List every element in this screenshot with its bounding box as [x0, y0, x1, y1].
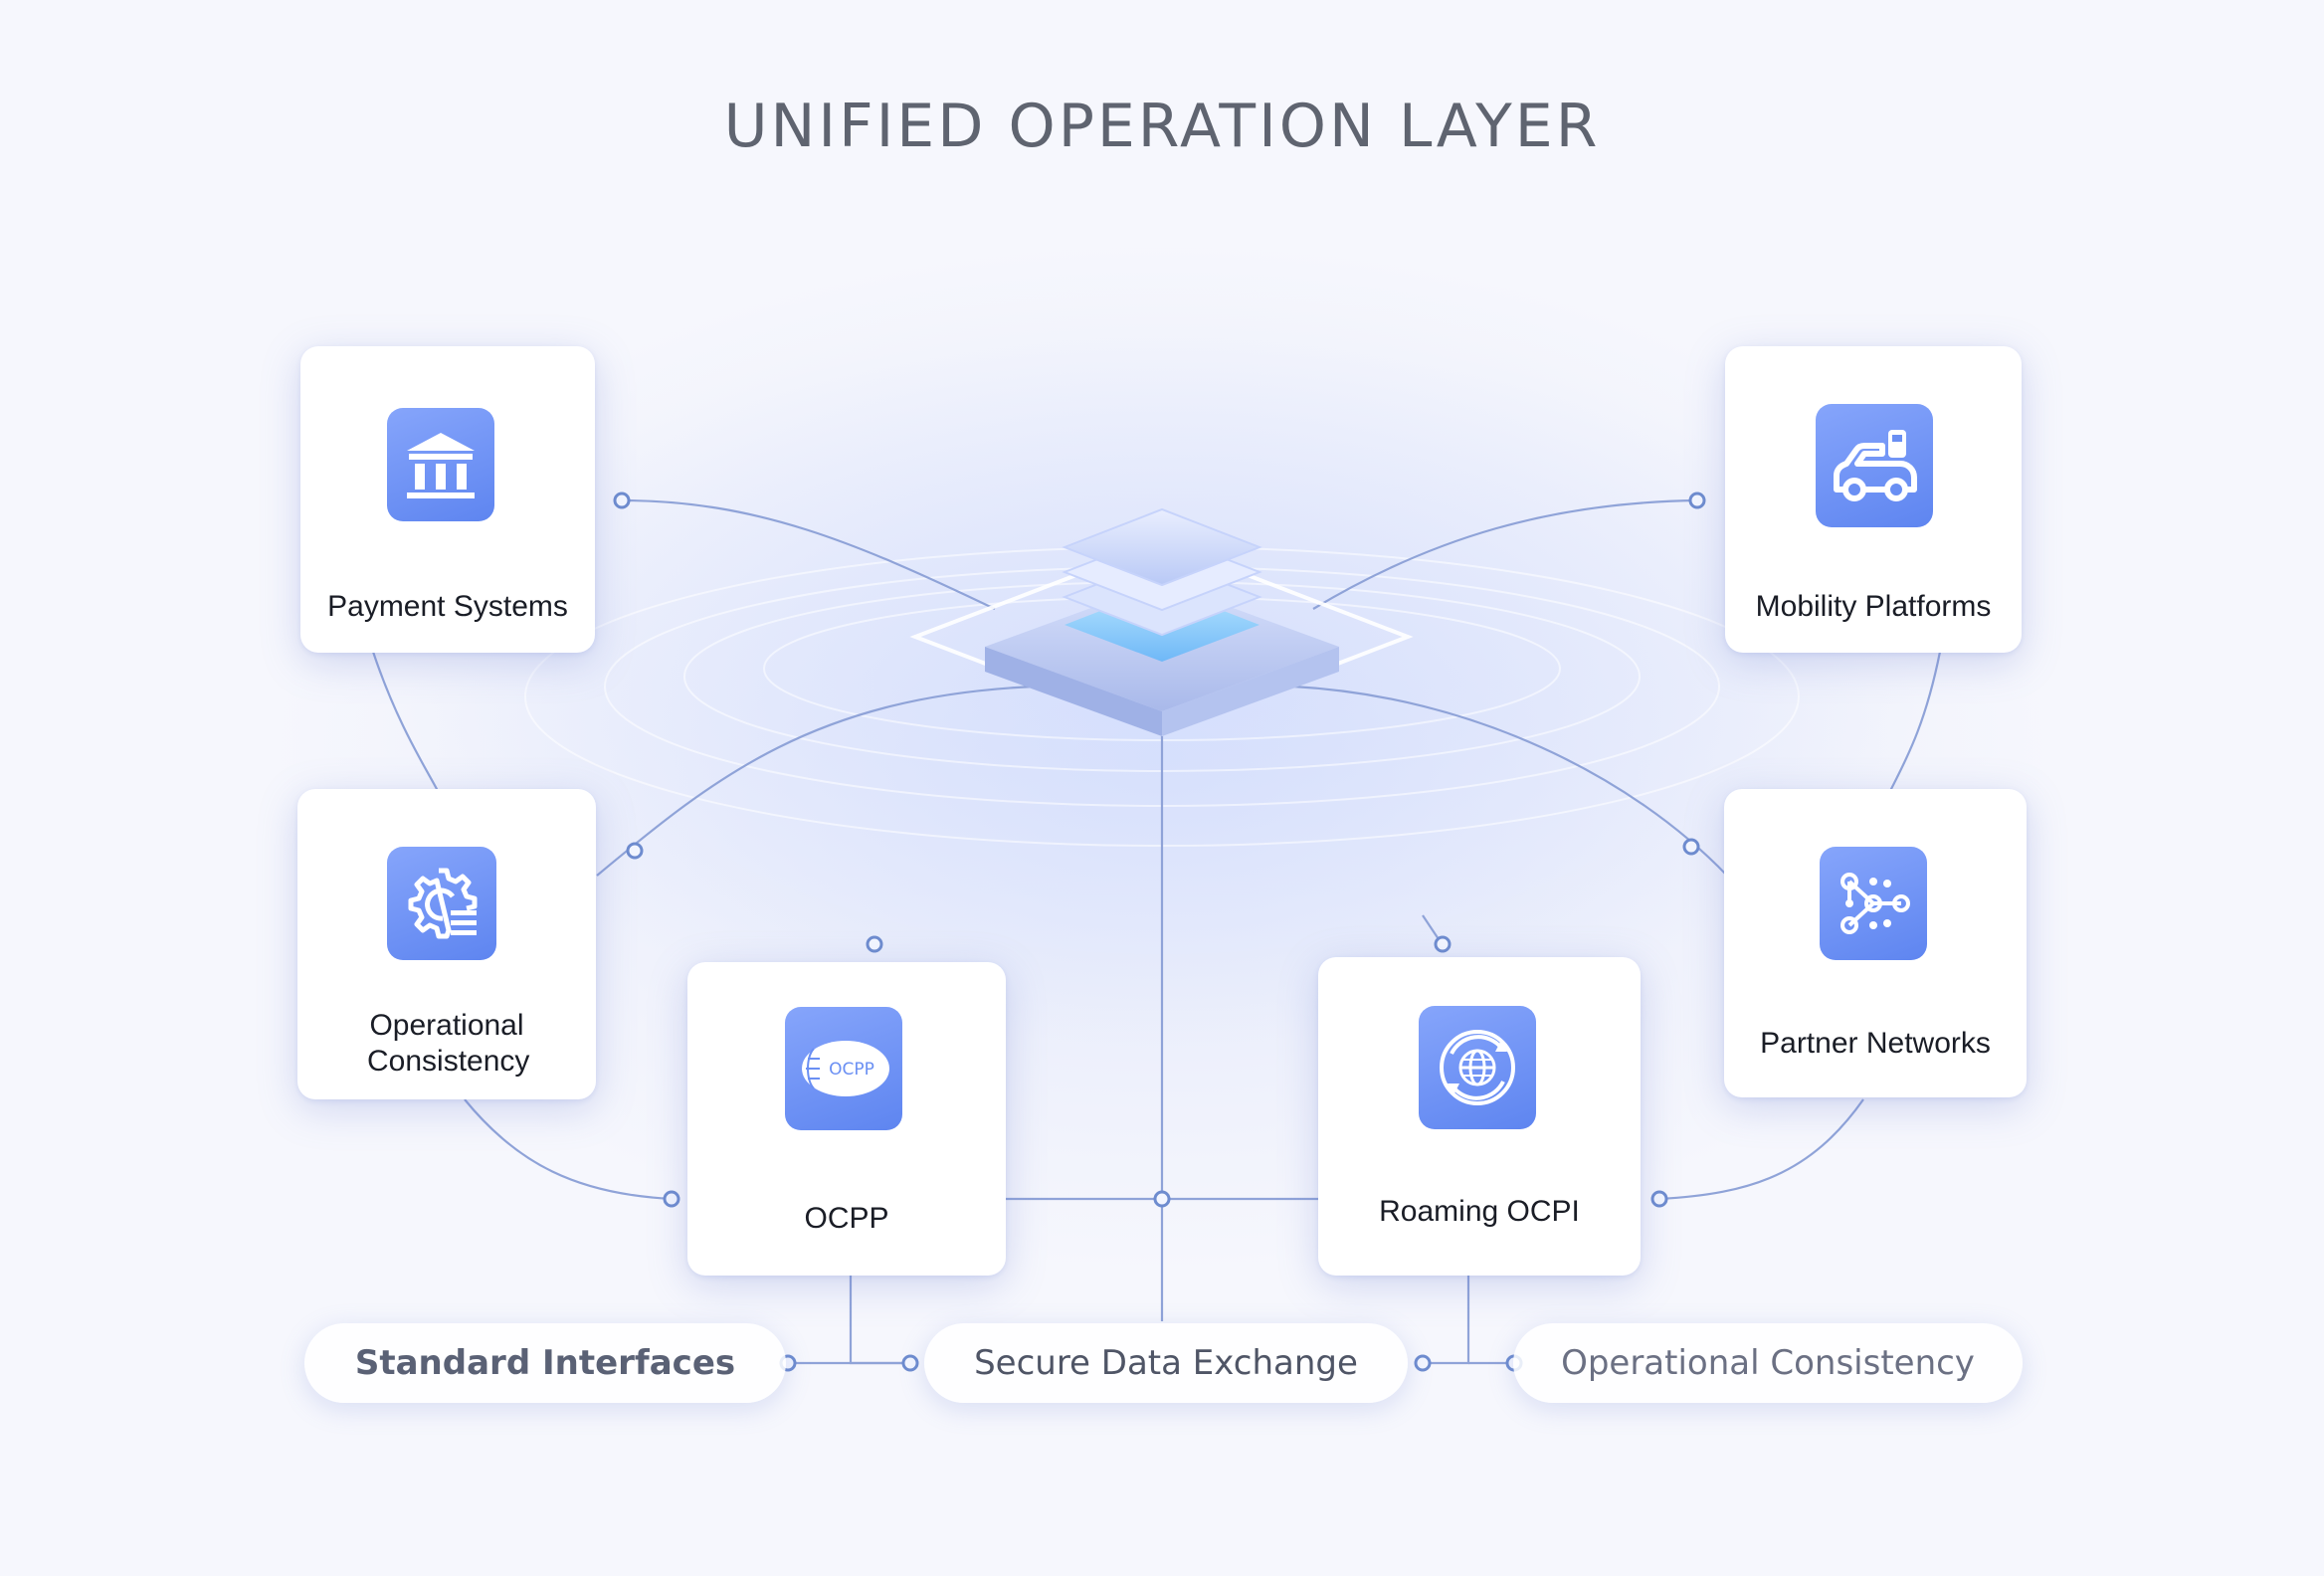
network-nodes-icon: [1820, 847, 1927, 960]
mobility-platforms-label: Mobility Platforms: [1725, 589, 2022, 625]
bank-icon: [387, 408, 494, 521]
ocpp-card[interactable]: OCPP OCPP: [687, 962, 1006, 1276]
standard-interfaces-pill[interactable]: Standard Interfaces: [304, 1323, 786, 1403]
secure-data-exchange-pill[interactable]: Secure Data Exchange: [924, 1323, 1408, 1403]
ocpp-label: OCPP: [687, 1201, 1006, 1237]
car-charging-icon: [1816, 404, 1933, 527]
standard-interfaces-label: Standard Interfaces: [355, 1343, 735, 1383]
globe-sync-icon: [1419, 1006, 1536, 1129]
ocpp-logo-text: OCPP: [829, 1060, 874, 1080]
gear-list-icon: [387, 847, 496, 960]
mobility-platforms-card[interactable]: Mobility Platforms: [1725, 346, 2022, 653]
page-title: UNIFIED OPERATION LAYER: [0, 92, 2324, 161]
partner-networks-card[interactable]: Partner Networks: [1724, 789, 2027, 1097]
roaming-ocpi-label: Roaming OCPI: [1318, 1194, 1641, 1230]
payment-systems-label: Payment Systems: [300, 589, 595, 625]
operational-consistency-pill-label: Operational Consistency: [1561, 1343, 1975, 1383]
roaming-ocpi-card[interactable]: Roaming OCPI: [1318, 957, 1641, 1276]
operational-consistency-label: Operational Consistency: [367, 1008, 526, 1080]
ocpp-logo-icon: OCPP: [785, 1007, 902, 1130]
operational-consistency-card[interactable]: Operational Consistency: [297, 789, 596, 1099]
operational-consistency-pill[interactable]: Operational Consistency: [1513, 1323, 2023, 1403]
secure-data-exchange-label: Secure Data Exchange: [974, 1343, 1358, 1383]
payment-systems-card[interactable]: Payment Systems: [300, 346, 595, 653]
partner-networks-label: Partner Networks: [1724, 1026, 2027, 1062]
